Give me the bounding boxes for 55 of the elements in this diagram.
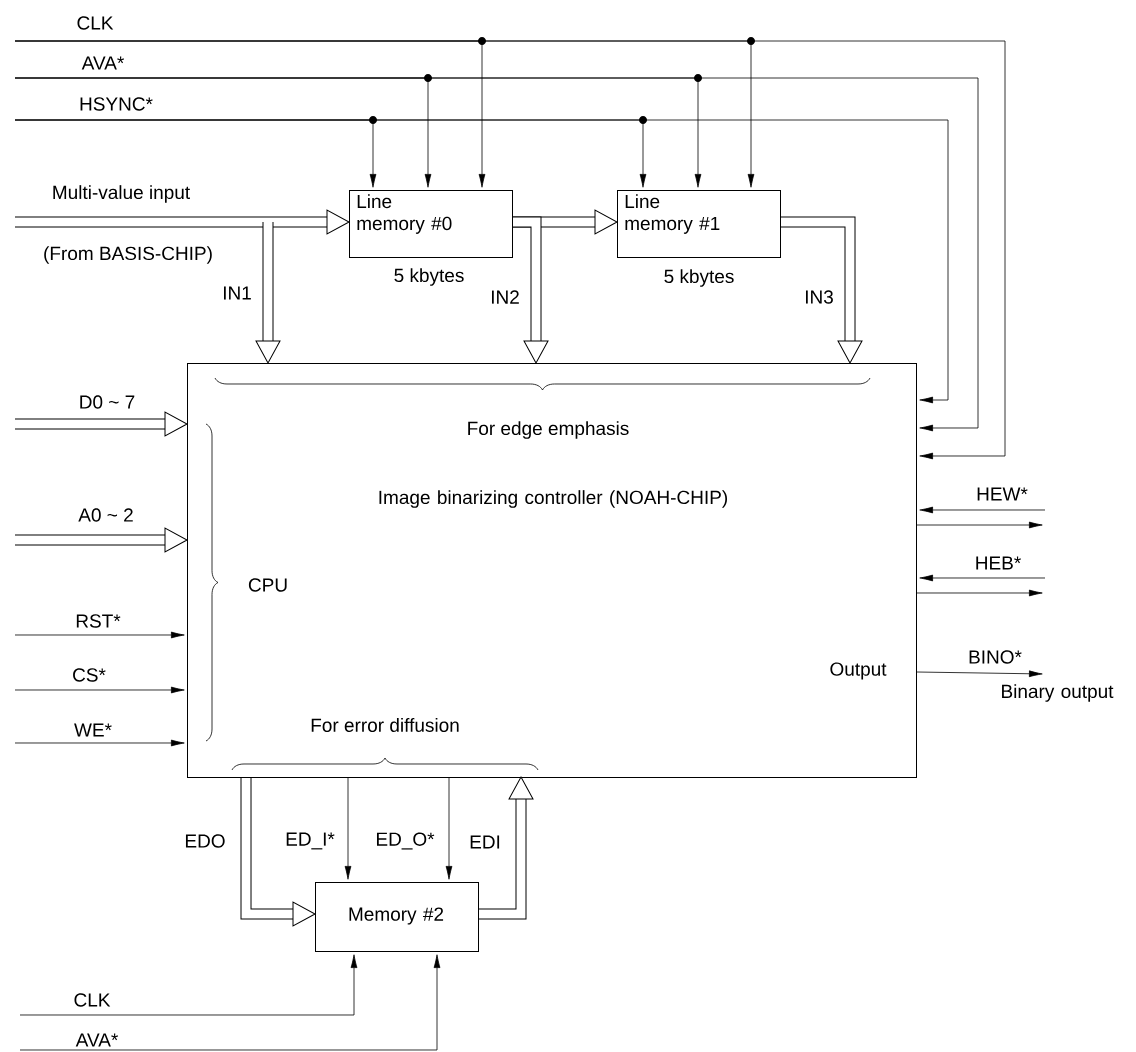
signal-arrow <box>916 521 1043 529</box>
signal-arrow <box>916 670 1043 678</box>
signal-label: EDI <box>470 835 500 849</box>
signal-arrow <box>919 506 1046 514</box>
brace-label: CPU <box>248 578 287 592</box>
signal-label: CS* <box>73 668 106 682</box>
bus-arrow <box>255 222 281 364</box>
signal-arrow <box>916 589 1043 597</box>
memory-box: Line memory #1 <box>617 190 781 258</box>
signal-label: ED_I* <box>286 832 335 850</box>
signal-label: D0 ~ 7 <box>80 395 135 409</box>
note-text: (From BASIS-CHIP) <box>44 246 212 264</box>
bus-arrow <box>15 527 188 553</box>
signal-label: IN2 <box>492 290 519 304</box>
signal-label: CLK <box>77 16 114 30</box>
bus-arrow <box>781 216 863 364</box>
signal-label: IN1 <box>224 286 251 300</box>
bus-arrow <box>479 776 534 920</box>
bus-arrow <box>15 411 188 437</box>
signal-arrow <box>14 631 185 639</box>
signal-label: WE* <box>74 723 112 737</box>
signal-label: RST* <box>76 614 121 628</box>
tap-arrow <box>14 74 702 188</box>
signal-label: CLK <box>74 993 111 1007</box>
signal-arrow <box>919 574 1046 582</box>
signal-label: HEB* <box>976 556 1021 570</box>
signal-arrow <box>19 954 441 1051</box>
port-label: Output <box>830 662 887 680</box>
signal-arrow <box>14 686 185 694</box>
capacity-label: 5 kbytes <box>664 269 734 287</box>
memory-box: Line memory #0 <box>349 190 513 258</box>
signal-arrow <box>19 954 358 1016</box>
signal-label: ED_O* <box>377 832 435 850</box>
signal-label: BINO* <box>969 650 1022 664</box>
signal-label: Multi-value input <box>53 185 190 203</box>
signal-label: HSYNC* <box>80 97 153 111</box>
tap-arrow <box>14 116 647 188</box>
signal-arrow <box>344 777 352 880</box>
signal-description: Binary output <box>1002 684 1114 702</box>
tap-arrow <box>14 37 755 188</box>
capacity-label: 5 kbytes <box>394 268 464 286</box>
signal-label: AVA* <box>81 56 124 70</box>
bus-arrow <box>15 209 350 235</box>
brace-label: For error diffusion <box>311 718 459 732</box>
signal-label: A0 ~ 2 <box>78 508 133 522</box>
signal-arrow <box>14 739 185 747</box>
signal-label: EDO <box>185 834 225 848</box>
bus-arrow <box>513 216 549 364</box>
signal-label: IN3 <box>806 290 833 304</box>
signal-label: HEW* <box>977 487 1028 501</box>
brace-label: For edge emphasis <box>468 421 629 439</box>
memory-box: Memory #2 <box>315 882 479 952</box>
signal-label: AVA* <box>75 1033 118 1047</box>
signal-arrow <box>445 777 453 880</box>
bus-arrow <box>240 778 316 927</box>
